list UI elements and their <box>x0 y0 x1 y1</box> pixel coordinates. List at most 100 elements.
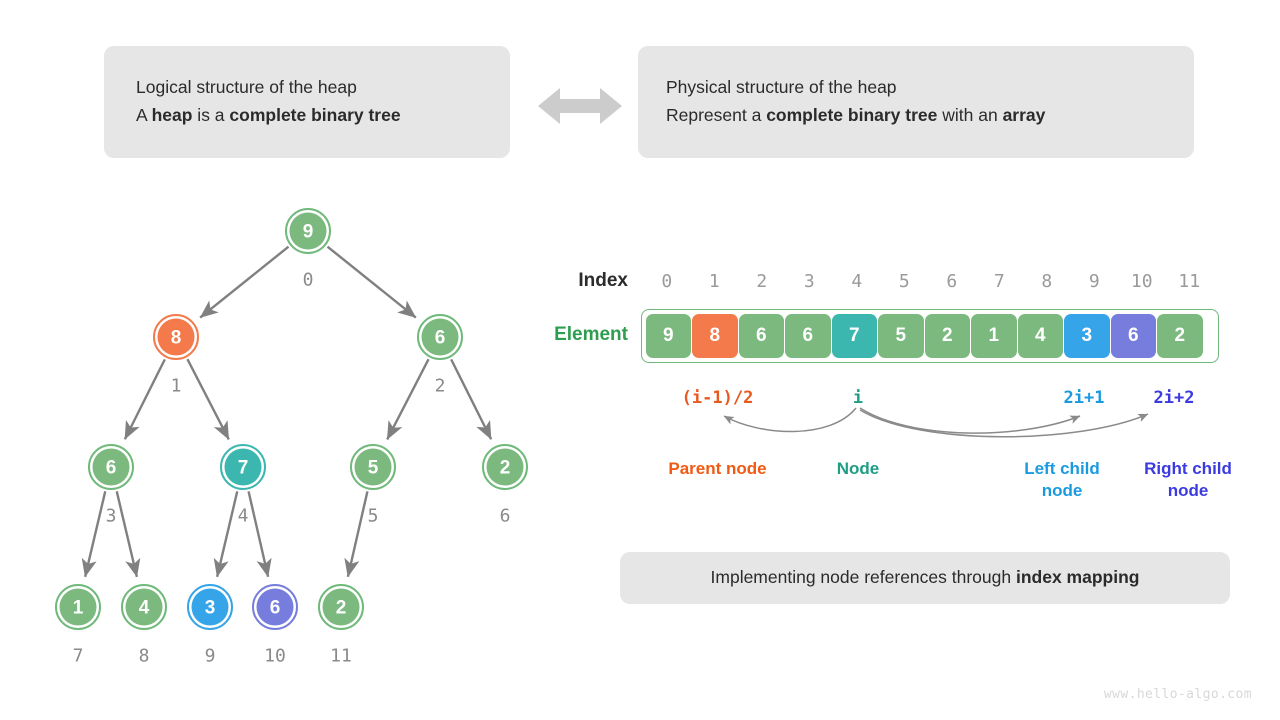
tree-node-ring <box>153 314 199 360</box>
physical-line2-bold-tree: complete binary tree <box>766 105 938 125</box>
tree-node-disc <box>289 212 327 250</box>
tree-node-index-label-8: 8 <box>139 646 150 667</box>
tree-node-disc <box>125 588 163 626</box>
tree-node-index-label-0: 0 <box>303 270 314 291</box>
logical-structure-caption: Logical structure of the heap A heap is … <box>104 46 510 158</box>
logical-line2-mid: is a <box>192 105 230 125</box>
tree-edge-0 <box>199 245 290 319</box>
tree-node-value: 6 <box>435 328 446 349</box>
tree-node-disc <box>486 448 524 486</box>
tree-node-ring <box>88 444 134 490</box>
tree-edge-4 <box>386 358 430 440</box>
tree-node-disc <box>256 588 294 626</box>
tree-node-value: 1 <box>73 598 84 619</box>
array-cell-11: 2 <box>1157 314 1203 358</box>
tree-node-disc <box>322 588 360 626</box>
tree-node-value: 9 <box>303 222 314 243</box>
tree-node-index-label-1: 1 <box>171 376 182 397</box>
tree-node-2: 6 <box>417 314 463 360</box>
tree-node-ring <box>350 444 396 490</box>
logical-caption-line-2: A heap is a complete binary tree <box>136 102 510 130</box>
tree-edge-9 <box>247 491 272 578</box>
mapping-text-pre: Implementing node references through <box>710 567 1016 588</box>
array-index-5: 5 <box>898 271 910 292</box>
tree-edge-2 <box>123 358 166 440</box>
index-mapping-arrows <box>723 407 1149 438</box>
formula-node-index: i <box>852 388 864 408</box>
physical-line2-bold-array: array <box>1002 105 1046 125</box>
physical-caption-line-1: Physical structure of the heap <box>666 77 897 98</box>
tree-edge-10 <box>344 491 369 578</box>
array-cell-0: 9 <box>645 314 691 358</box>
tree-node-index-label-11: 11 <box>330 646 352 667</box>
tree-edges <box>81 245 493 578</box>
array-index-1: 1 <box>708 271 720 292</box>
index-mapping-caption: Implementing node references through ind… <box>620 552 1230 604</box>
role-right-line2: node <box>1167 481 1209 501</box>
array-cell-3: 6 <box>785 314 831 358</box>
tree-edge-3 <box>186 358 230 440</box>
array-cell-7: 1 <box>971 314 1017 358</box>
tree-node-disc <box>157 318 195 356</box>
array-index-0: 0 <box>661 271 673 292</box>
tree-node-index-label-10: 10 <box>264 646 286 667</box>
array-cell-5: 5 <box>878 314 924 358</box>
role-parent-node: Parent node <box>668 459 767 478</box>
formula-left-child-index: 2i+1 <box>1063 388 1105 408</box>
tree-node-value: 8 <box>171 328 182 349</box>
role-right-line1: Right child <box>1144 459 1232 478</box>
array-cell-6: 2 <box>924 314 970 358</box>
tree-node-value: 3 <box>205 598 216 619</box>
tree-node-7: 1 <box>55 584 101 630</box>
tree-edge-7 <box>115 491 141 578</box>
tree-node-ring <box>252 584 298 630</box>
array-index-3: 3 <box>803 271 815 292</box>
tree-node-9: 3 <box>187 584 233 630</box>
array-cell-4: 7 <box>831 314 877 358</box>
tree-node-index-label-7: 7 <box>73 646 84 667</box>
tree-node-ring <box>318 584 364 630</box>
tree-node-ring <box>220 444 266 490</box>
logical-line2-bold-tree: complete binary tree <box>229 105 401 125</box>
tree-node-value: 4 <box>139 598 150 619</box>
role-left-line2: node <box>1041 481 1083 501</box>
tree-edge-8 <box>213 491 239 578</box>
tree-node-index-label-5: 5 <box>368 506 379 527</box>
logical-caption-line-1: Logical structure of the heap <box>136 77 357 98</box>
tree-node-disc <box>354 448 392 486</box>
tree-node-disc <box>224 448 262 486</box>
tree-node-index-label-4: 4 <box>238 506 249 527</box>
role-left-child-node: Left child node <box>998 458 1126 502</box>
tree-edge-6 <box>81 491 107 578</box>
tree-node-ring <box>417 314 463 360</box>
formula-parent-index: (i-1)/2 <box>681 388 754 408</box>
array-cell-9: 3 <box>1064 314 1110 358</box>
tree-node-8: 4 <box>121 584 167 630</box>
tree-node-ring <box>187 584 233 630</box>
role-node: Node <box>836 459 880 478</box>
formula-right-child-index: 2i+2 <box>1153 388 1195 408</box>
tree-node-value: 6 <box>106 458 117 479</box>
tree-edge-1 <box>326 245 417 319</box>
role-left-line1: Left child <box>1024 459 1100 478</box>
tree-node-value: 6 <box>270 598 281 619</box>
tree-node-6: 2 <box>482 444 528 490</box>
array-index-7: 7 <box>993 271 1005 292</box>
logical-line2-bold-heap: heap <box>151 105 193 125</box>
tree-node-index-label-6: 6 <box>500 506 511 527</box>
array-index-9: 9 <box>1088 271 1100 292</box>
array-cell-2: 6 <box>738 314 784 358</box>
physical-line2-mid: with an <box>937 105 1003 125</box>
array-index-2: 2 <box>756 271 768 292</box>
tree-node-value: 5 <box>368 458 379 479</box>
logical-line2-pre: A <box>136 105 152 125</box>
tree-node-0: 9 <box>285 208 331 254</box>
tree-node-index-label-9: 9 <box>205 646 216 667</box>
mapping-caption-line: Implementing node references through ind… <box>711 564 1140 592</box>
tree-node-10: 6 <box>252 584 298 630</box>
